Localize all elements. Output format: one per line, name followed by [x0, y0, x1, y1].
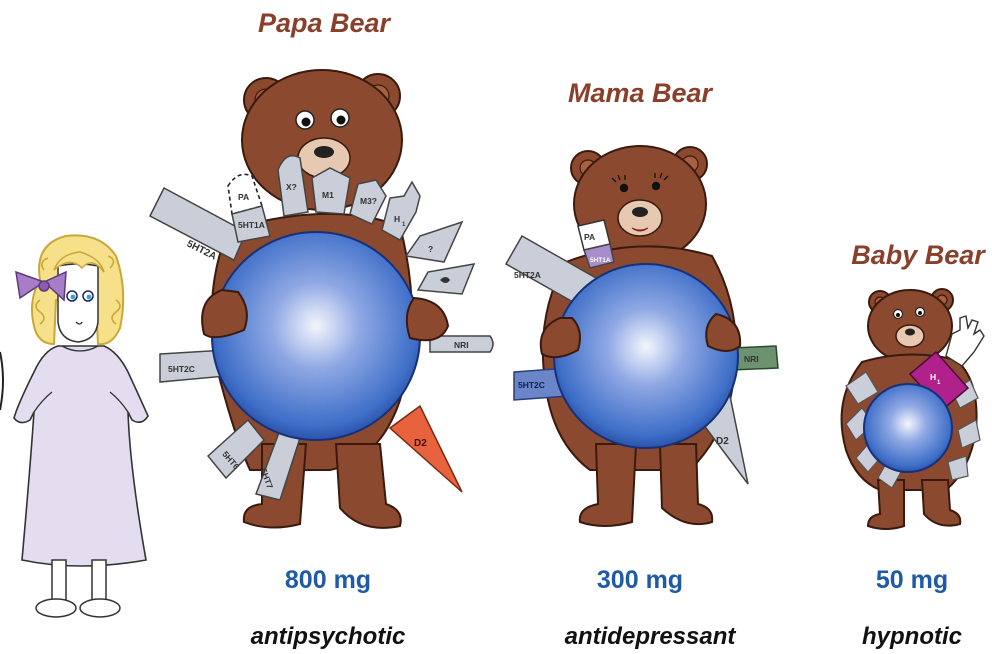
papa-right-leg: [336, 444, 401, 528]
svg-text:5HT1A: 5HT1A: [590, 257, 611, 264]
baby-dose: 50 mg: [876, 566, 948, 594]
svg-text:D2: D2: [414, 438, 427, 449]
svg-text:PA: PA: [584, 232, 595, 242]
papa-bear-title: Papa Bear: [258, 8, 392, 38]
baby-bear-title: Baby Bear: [851, 240, 986, 270]
papa-left-paw: [202, 290, 247, 337]
baby-right-leg: [922, 480, 960, 526]
mama-right-leg: [660, 444, 712, 524]
mama-dose: 300 mg: [597, 566, 683, 594]
svg-text:NRI: NRI: [454, 340, 469, 350]
papa-nose: [314, 146, 334, 158]
mama-bear: Mama Bear PA 5HT1A 5HT2A: [506, 78, 778, 650]
edge-figure-fragment: [0, 352, 3, 410]
svg-text:5HT2C: 5HT2C: [168, 364, 195, 374]
svg-text:5HT2C: 5HT2C: [518, 380, 545, 390]
svg-text:H: H: [394, 214, 400, 224]
svg-text:PA: PA: [238, 192, 249, 202]
papa-receptor-nri: NRI: [430, 336, 493, 352]
baby-nose: [905, 329, 915, 336]
left-shoe: [36, 599, 76, 617]
papa-use: antipsychotic: [251, 623, 406, 650]
mama-right-eye: [652, 182, 660, 190]
baby-drug-sphere: [864, 384, 952, 472]
goldilocks-dress: [14, 346, 148, 566]
papa-receptor-unknown-1: ?: [406, 222, 462, 262]
svg-text:5HT1A: 5HT1A: [238, 220, 265, 230]
svg-text:?: ?: [428, 244, 433, 254]
papa-dose: 800 mg: [285, 566, 371, 594]
papa-drug-sphere: [212, 232, 420, 440]
papa-receptor-h1: H 1: [382, 182, 420, 240]
mama-left-eye: [620, 184, 628, 192]
svg-text:D2: D2: [716, 436, 729, 447]
mama-nose: [632, 207, 648, 217]
svg-text:X?: X?: [286, 182, 297, 192]
mama-use: antidepressant: [565, 623, 737, 650]
svg-text:H: H: [930, 372, 936, 382]
papa-receptor-m1: M1: [312, 168, 350, 214]
svg-text:NRI: NRI: [744, 354, 759, 364]
mama-bear-title: Mama Bear: [568, 78, 714, 108]
mama-drug-sphere: [554, 264, 738, 448]
mama-right-paw: [706, 314, 740, 351]
papa-right-paw: [407, 298, 448, 340]
goldilocks-figure: [14, 235, 148, 617]
papa-receptor-d2: D2: [390, 406, 462, 492]
papa-bear: Papa Bear 5HT2A PA 5HT1A: [150, 8, 493, 650]
svg-text:M1: M1: [322, 190, 334, 200]
right-shoe: [80, 599, 120, 617]
papa-receptor-unknown-2: [418, 264, 474, 294]
baby-muzzle: [896, 325, 924, 347]
svg-text:M3?: M3?: [360, 196, 377, 206]
baby-bear: Baby Bear H 1: [842, 240, 987, 650]
svg-text:5HT2A: 5HT2A: [514, 270, 541, 280]
baby-use: hypnotic: [862, 623, 962, 650]
